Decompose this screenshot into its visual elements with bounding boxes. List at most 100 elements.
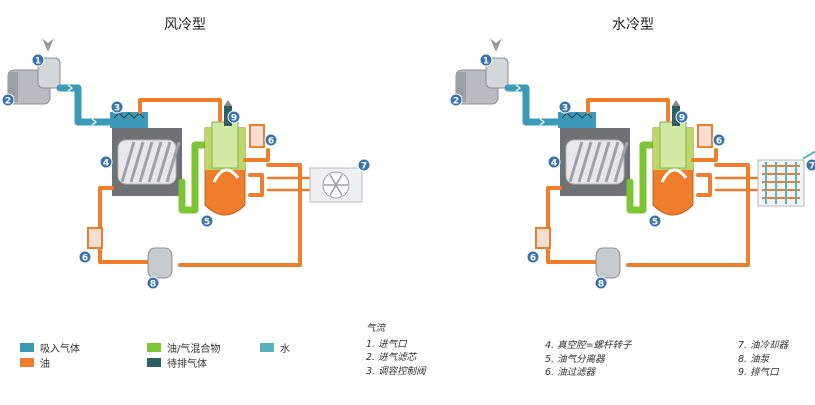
number-label: 5 — [652, 218, 658, 228]
oil-thermo-pipe — [248, 173, 264, 197]
number-badge — [648, 214, 662, 228]
number-label: 9 — [679, 114, 685, 124]
number-label: 6 — [82, 254, 88, 264]
number-badge — [227, 110, 241, 124]
number-badge — [146, 276, 160, 290]
note-item: 4. 真空腔=螺杆转子 — [545, 340, 632, 351]
notes-col3: 7. 油冷却器 8. 油泵 9. 排气口 — [738, 339, 788, 380]
legend-label: 待排气体 — [167, 359, 207, 370]
rotor-thread — [586, 141, 602, 183]
legend-label: 油/气混合物 — [167, 344, 221, 355]
fan-blade — [329, 184, 337, 196]
discharge-arrow-icon — [672, 100, 680, 106]
legend-swatch — [147, 343, 161, 352]
oil-filter-pipe — [691, 148, 718, 162]
number-label: 8 — [598, 280, 604, 290]
number-label: 7 — [361, 162, 367, 172]
intake-port — [37, 57, 61, 89]
title-air-cooled: 风冷型 — [164, 17, 206, 33]
intake-filter-cap — [456, 72, 466, 102]
number-label: 8 — [150, 280, 156, 290]
title-water-cooled: 水冷型 — [612, 17, 654, 33]
control-valve — [558, 112, 596, 128]
oil-pump — [147, 247, 173, 279]
rotor-thread — [577, 141, 593, 183]
flow-arrow-icon — [67, 84, 97, 126]
legend-water: 水 — [260, 340, 290, 355]
note-item: 9. 排气口 — [738, 367, 779, 378]
number-badge — [479, 53, 493, 67]
separator-element — [659, 121, 687, 169]
oil-filter-pipe — [243, 148, 270, 162]
number-label: 1 — [35, 57, 41, 67]
number-badge — [99, 155, 113, 169]
flow-arrow-icon — [515, 84, 545, 126]
legend-exhaust-gas: 待排气体 — [147, 355, 207, 370]
note-item: 1. 进气口 — [366, 338, 407, 350]
number-badge — [675, 110, 689, 124]
number-badge — [558, 100, 572, 114]
legend-intake-gas: 吸入气体 — [20, 340, 80, 355]
intake-filter-cap — [8, 72, 18, 102]
oil-filter-lower — [87, 227, 103, 249]
oil-thermo-pipe — [696, 173, 712, 197]
oil-pump — [595, 247, 621, 279]
swirl-arrow-icon — [212, 168, 240, 183]
number-label: 2 — [5, 97, 11, 107]
note-item: 2. 进气滤芯 — [366, 352, 417, 363]
separator-element — [211, 121, 239, 169]
number-badge — [594, 276, 608, 290]
number-label: 6 — [530, 254, 536, 264]
rotor-thread — [129, 141, 145, 183]
intake-air-pipe — [504, 84, 564, 126]
notes-col1: 气流 1. 进气口 2. 进气滤芯 3. 调容控制阀 — [366, 322, 426, 378]
note-item: 6. 油过滤器 — [545, 367, 596, 378]
discharge-arrow-icon — [224, 100, 232, 106]
number-badge — [78, 250, 92, 264]
fan-blade — [335, 184, 343, 196]
intake-arrow-icon — [42, 38, 54, 52]
rotor-thread — [568, 141, 584, 183]
legend-label: 水 — [280, 344, 290, 355]
rotor-thread — [165, 141, 181, 183]
number-label: 7 — [809, 162, 815, 172]
number-badge — [547, 155, 561, 169]
legend-label: 油 — [40, 359, 50, 370]
swirl-arrow-icon — [660, 168, 688, 183]
rotor-thread — [604, 141, 620, 183]
number-label: 1 — [483, 57, 489, 67]
number-badge — [110, 100, 124, 114]
oil-filter — [697, 124, 713, 148]
number-badge — [1, 93, 15, 107]
number-label: 4 — [103, 159, 109, 169]
intake-air-pipe — [56, 84, 116, 126]
number-label: 6 — [716, 137, 722, 147]
number-label: 3 — [562, 104, 568, 114]
number-badge — [712, 133, 726, 147]
number-label: 2 — [453, 97, 459, 107]
note-item: 5. 油气分离器 — [545, 353, 605, 365]
notes-heading: 气流 — [366, 323, 386, 334]
fan-blade — [329, 174, 337, 186]
rotor-thread — [147, 141, 163, 183]
legend-oil-gas-mix: 油/气混合物 — [147, 340, 220, 355]
oil-return-pipe — [98, 186, 152, 264]
number-label: 6 — [268, 137, 274, 147]
legend-swatch — [20, 343, 34, 352]
fan-blade — [335, 174, 343, 186]
number-label: 5 — [204, 218, 210, 228]
intake-port — [485, 57, 509, 89]
number-badge — [526, 250, 540, 264]
number-label: 4 — [551, 159, 557, 169]
number-badge — [200, 214, 214, 228]
oil-top-pipe — [138, 98, 222, 122]
intake-arrow-icon — [490, 38, 502, 52]
number-badge — [31, 53, 45, 67]
number-badge — [264, 133, 278, 147]
rotor-thread — [613, 141, 629, 183]
number-badge — [357, 158, 371, 172]
rotor-thread — [156, 141, 172, 183]
water-inlet — [803, 150, 815, 159]
notes-col2: 4. 真空腔=螺杆转子 5. 油气分离器 6. 油过滤器 — [545, 339, 632, 380]
